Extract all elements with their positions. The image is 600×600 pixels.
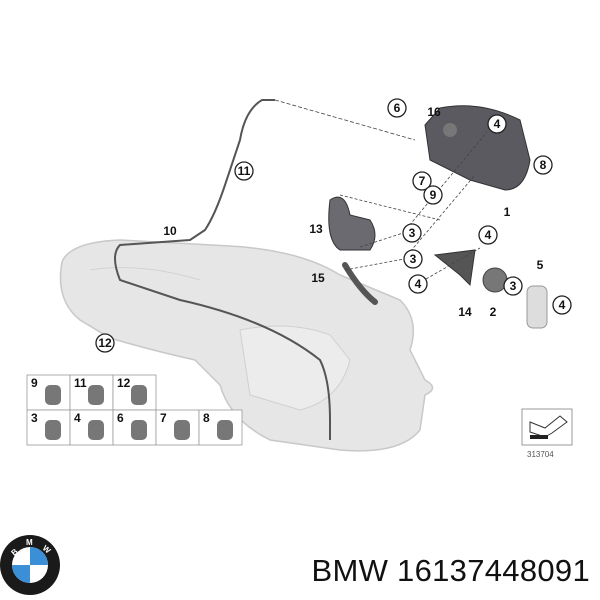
bracket-14 xyxy=(433,249,476,287)
parts-grid-cell-6: 6 xyxy=(112,409,157,446)
parts-grid: 9 11 12 3 4 6 7 8 xyxy=(26,374,243,446)
callout-label: 12 xyxy=(98,336,112,350)
callout-14: 14 xyxy=(458,305,472,319)
callout-12: 12 xyxy=(95,333,115,353)
callout-label: 5 xyxy=(537,258,544,272)
callout-8: 8 xyxy=(533,155,553,175)
callout-label: 3 xyxy=(409,226,416,240)
callout-label: 2 xyxy=(490,305,497,319)
filter-5 xyxy=(526,285,548,329)
callout-label: 7 xyxy=(419,174,426,188)
pump-13 xyxy=(328,196,376,251)
callout-7: 7 xyxy=(412,171,432,191)
fuel-filter-housing xyxy=(424,105,531,191)
part-thumbnail xyxy=(88,385,104,405)
callout-label: 8 xyxy=(540,158,547,172)
parts-grid-cell-11: 11 xyxy=(69,374,114,411)
fuel-tank-illustration xyxy=(59,239,434,452)
fuel-line xyxy=(114,99,331,440)
callout-10: 10 xyxy=(163,224,177,238)
callout-2: 2 xyxy=(490,305,497,319)
callout-label: 11 xyxy=(238,164,251,178)
callout-4: 4 xyxy=(478,225,498,245)
callout-4: 4 xyxy=(487,114,507,134)
part-thumbnail xyxy=(45,420,61,440)
hose-15 xyxy=(342,262,378,305)
valve-2 xyxy=(482,267,508,293)
callout-16: 16 xyxy=(427,105,441,119)
callout-label: 9 xyxy=(430,188,437,202)
callout-label: 4 xyxy=(494,117,501,131)
callout-11: 11 xyxy=(234,161,254,181)
part-thumbnail xyxy=(174,420,190,440)
parts-grid-cell-9: 9 xyxy=(26,374,71,411)
svg-text:M: M xyxy=(26,538,33,547)
callout-label: 3 xyxy=(410,252,417,266)
part-number-label: 9 xyxy=(31,376,38,390)
part-number-label: 8 xyxy=(203,411,210,425)
callout-1: 1 xyxy=(504,205,511,219)
parts-grid-cell-7: 7 xyxy=(155,409,200,446)
part-number-label: 7 xyxy=(160,411,167,425)
callout-6: 6 xyxy=(387,98,407,118)
callout-label: 4 xyxy=(415,277,422,291)
callout-label: 13 xyxy=(309,222,323,236)
callout-3: 3 xyxy=(402,223,422,243)
view-direction-icon xyxy=(521,408,573,446)
callout-3: 3 xyxy=(503,276,523,296)
callout-label: 14 xyxy=(458,305,472,319)
part-number-label: 6 xyxy=(117,411,124,425)
part-number-title: BMW 16137448091 xyxy=(311,553,590,588)
part-thumbnail xyxy=(131,420,147,440)
part-thumbnail xyxy=(217,420,233,440)
callout-label: 16 xyxy=(427,105,441,119)
callout-label: 15 xyxy=(311,271,325,285)
callout-9: 9 xyxy=(423,185,443,205)
parts-grid-cell-4: 4 xyxy=(69,409,114,446)
callout-label: 4 xyxy=(559,298,566,312)
callout-label: 6 xyxy=(394,101,401,115)
part-thumbnail xyxy=(45,385,61,405)
parts-grid-cell-3: 3 xyxy=(26,409,71,446)
bmw-logo: B M W xyxy=(0,535,60,595)
part-number-label: 11 xyxy=(74,376,87,390)
callout-13: 13 xyxy=(309,222,323,236)
parts-grid-cell-12: 12 xyxy=(112,374,157,411)
callout-label: 1 xyxy=(504,205,511,219)
part-thumbnail xyxy=(88,420,104,440)
callout-label: 4 xyxy=(485,228,492,242)
svg-text:B: B xyxy=(10,547,20,558)
part-number-label: 12 xyxy=(117,376,131,390)
callout-label: 3 xyxy=(510,279,517,293)
part-number-label: 4 xyxy=(74,411,81,425)
part-number-label: 3 xyxy=(31,411,38,425)
parts-grid-cell-8: 8 xyxy=(198,409,243,446)
reference-number: 313704 xyxy=(527,450,554,459)
callout-15: 15 xyxy=(311,271,325,285)
callout-5: 5 xyxy=(537,258,544,272)
svg-text:W: W xyxy=(41,544,53,556)
callout-3: 3 xyxy=(403,249,423,269)
callout-4: 4 xyxy=(552,295,572,315)
part-thumbnail xyxy=(131,385,147,405)
callout-label: 10 xyxy=(163,224,177,238)
callout-4: 4 xyxy=(408,274,428,294)
